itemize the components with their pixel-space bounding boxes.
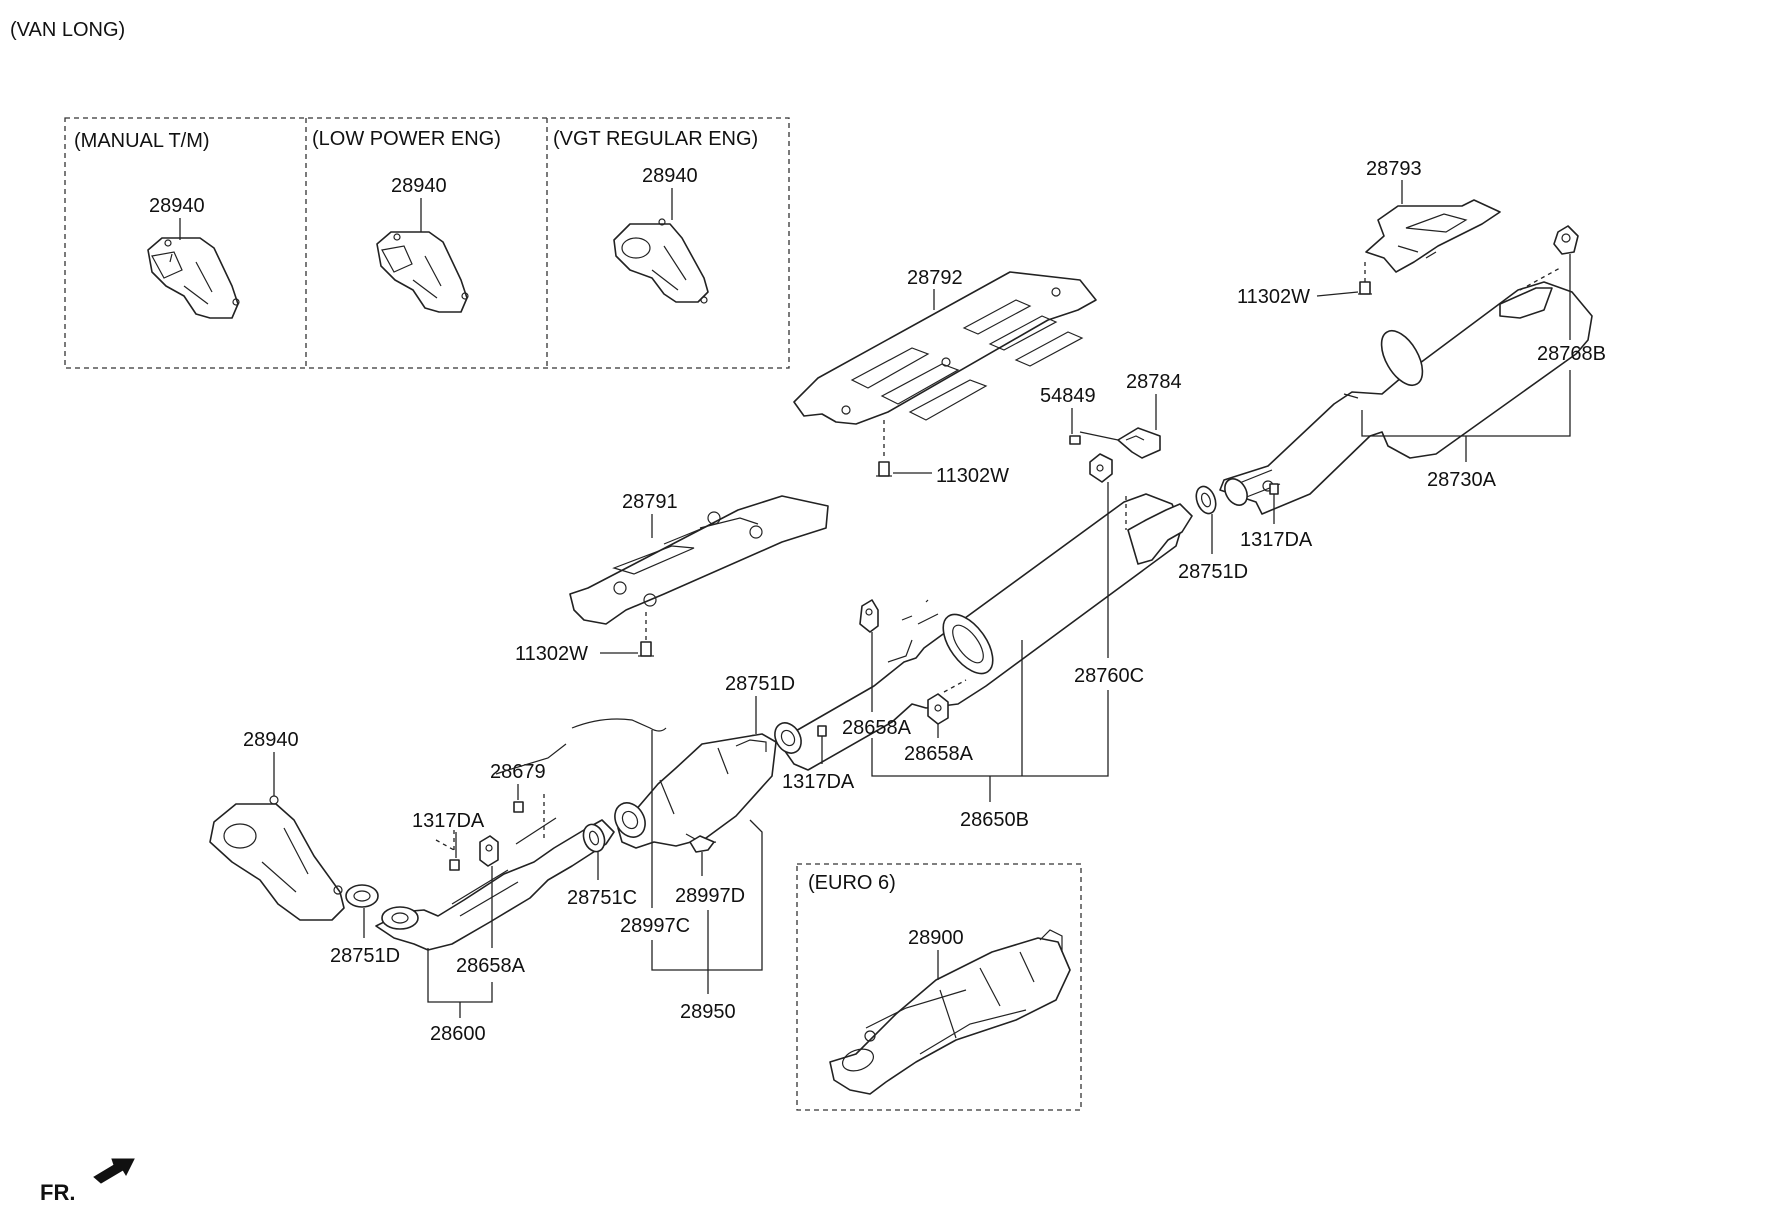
hanger-28658a-left [479,835,499,867]
euro6-box: (EURO 6) 28900 [796,863,1082,1111]
part-28658a-upper: 28658A [842,717,912,739]
front-pipe-28600 [375,817,615,951]
part-28751c: 28751C [567,887,637,909]
part-28900: 28900 [908,927,964,949]
part-28760c: 28760C [1074,665,1144,687]
part-28768b: 28768B [1537,343,1606,365]
part-1317da-right: 1317DA [1240,529,1313,551]
hanger-28768b [1553,225,1579,255]
low-power-title: (LOW POWER ENG) [312,128,501,150]
part-11302w-left: 11302W [515,643,588,665]
heat-shield-28791 [569,495,829,625]
hanger-28760c [1089,453,1113,483]
bracket-28784 [1117,427,1161,459]
part-1317da-left: 1317DA [412,810,485,832]
part-28784: 28784 [1126,371,1182,393]
part-28730a: 28730A [1427,469,1497,491]
sensor-28997d [689,835,715,853]
catalytic-converter-low-power [376,231,469,313]
rear-muffler-28730a [1219,281,1593,515]
catalytic-converter-manual [147,237,240,319]
dpf-28900 [829,929,1071,1095]
catalytic-converter-vgt [613,218,709,304]
part-11302w-top: 11302W [1237,286,1310,308]
manual-tm-title: (MANUAL T/M) [74,130,210,152]
part-28940-low-power: 28940 [391,175,447,197]
hanger-28658a-mid [927,693,949,725]
variant-label: (VAN LONG) [10,19,125,41]
nut-1317da-center [817,725,827,737]
part-28791: 28791 [622,491,678,513]
vgt-regular-title: (VGT REGULAR ENG) [553,128,758,150]
part-28658a-mid: 28658A [904,743,974,765]
nut-1317da-right [1269,483,1279,495]
part-11302w-mid: 11302W [936,465,1009,487]
part-54849: 54849 [1040,385,1096,407]
part-28950: 28950 [680,1001,736,1023]
center-muffler-28650b [774,493,1193,771]
part-1317da-center: 1317DA [782,771,855,793]
part-28940-manual: 28940 [149,195,205,217]
bolt-11302w-mid [876,461,892,477]
heat-shield-28793 [1365,199,1501,273]
part-28940-vgt: 28940 [642,165,698,187]
variant-box-group: (MANUAL T/M) (LOW POWER ENG) (VGT REGULA… [64,117,790,369]
catalytic-converter-main [209,795,345,921]
part-28658a-left: 28658A [456,955,526,977]
bolt-54849 [1069,435,1081,445]
bolt-11302w-left [638,641,654,657]
part-28600: 28600 [430,1023,486,1045]
dpf-28950 [495,718,777,849]
euro6-title: (EURO 6) [808,872,896,894]
part-28650b: 28650B [960,809,1029,831]
part-28997d: 28997D [675,885,745,907]
part-28793: 28793 [1366,158,1422,180]
front-marker-label: FR. [40,1180,75,1205]
hanger-28658a-upper [859,599,879,633]
bolt-11302w-top [1358,281,1372,295]
gasket-28751d-left [345,884,379,908]
gasket-28751d-right [1195,485,1217,515]
part-28997c: 28997C [620,915,690,937]
front-direction-marker: FR. [40,1158,135,1205]
part-28751d-right: 28751D [1178,561,1248,583]
part-28679: 28679 [490,761,546,783]
heat-shield-28792 [793,271,1097,425]
part-28792: 28792 [907,267,963,289]
bolt-28679 [513,801,524,813]
gasket-28751c [582,823,606,853]
part-28940-main: 28940 [243,729,299,751]
nut-1317da-left [449,859,460,871]
part-28751d-left: 28751D [330,945,400,967]
front-arrow-icon [93,1158,135,1184]
part-28751d-center: 28751D [725,673,795,695]
